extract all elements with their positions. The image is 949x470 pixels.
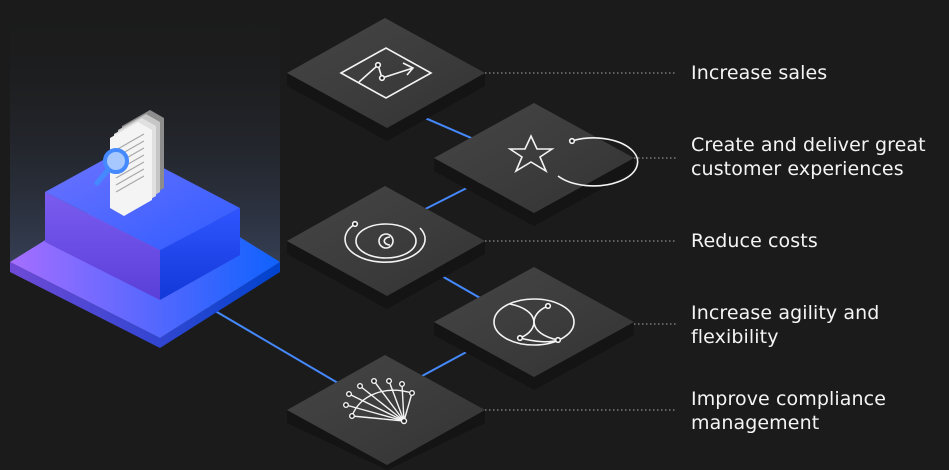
leader-lines bbox=[485, 72, 677, 411]
label-reduce-costs: Reduce costs bbox=[691, 230, 818, 252]
label-agility-flexibility: Increase agility and flexibility bbox=[691, 302, 880, 348]
label-compliance-management: Improve compliance management bbox=[691, 388, 886, 434]
tile-agility bbox=[434, 267, 634, 390]
tile-sales bbox=[287, 18, 485, 141]
star-orbit-icon bbox=[507, 134, 639, 187]
crescent-flow-icon bbox=[493, 298, 575, 346]
tile-experience bbox=[434, 103, 639, 226]
trend-chart-icon bbox=[339, 47, 433, 99]
platform-side bbox=[10, 262, 280, 348]
cube-right-face bbox=[160, 208, 240, 300]
tile-costs bbox=[287, 186, 485, 309]
label-customer-experiences: Create and deliver great customer experi… bbox=[691, 134, 926, 180]
tile-compliance bbox=[287, 355, 485, 470]
coin-orbit-icon bbox=[344, 220, 426, 263]
label-increase-sales: Increase sales bbox=[691, 62, 828, 84]
document-search-icon bbox=[94, 110, 164, 216]
cube-left-face bbox=[45, 192, 160, 300]
central-hub bbox=[10, 110, 280, 348]
network-fan-icon bbox=[343, 378, 416, 425]
